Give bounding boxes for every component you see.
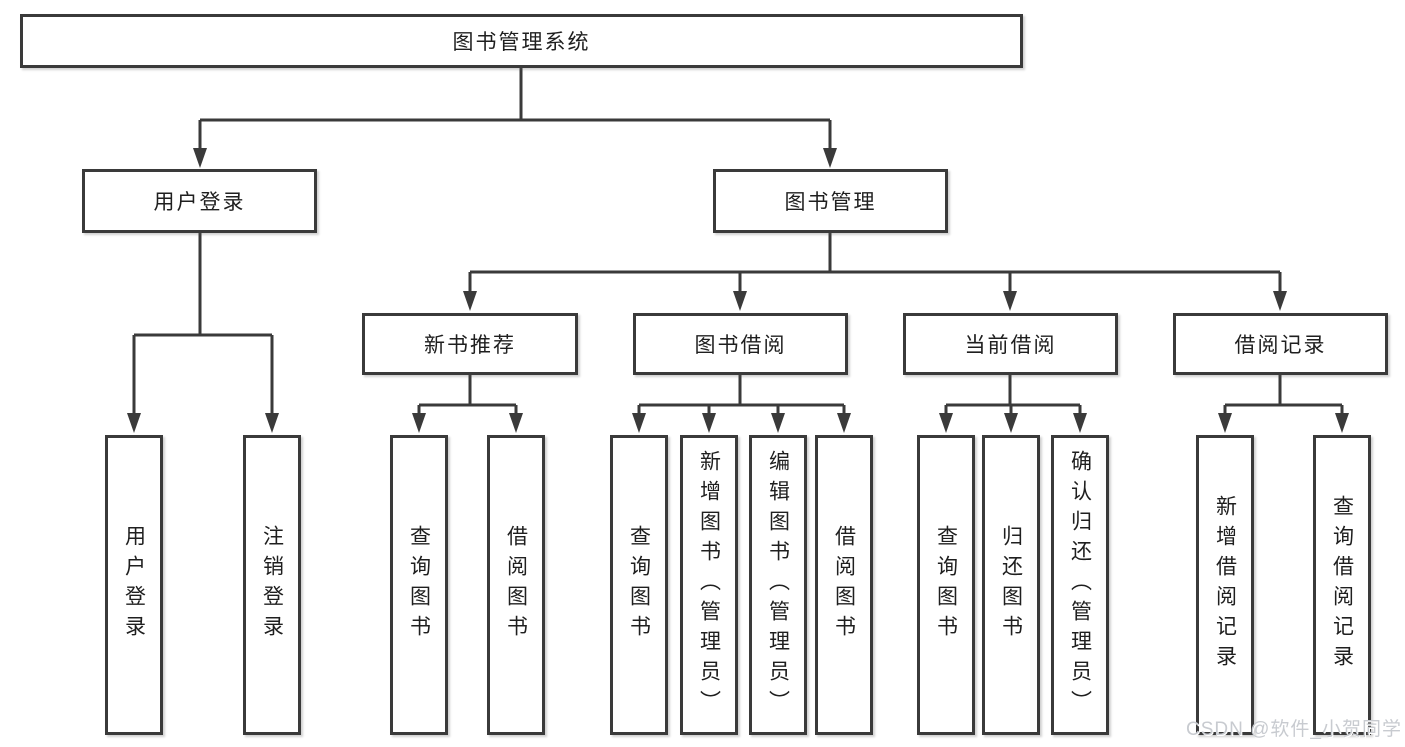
- node-new-book-recommend-label: 新书推荐: [424, 334, 516, 357]
- node-book-borrowing: 图书借阅: [633, 313, 848, 375]
- leaf-cb-query-books-label: 查询图书: [934, 525, 958, 645]
- node-root-system: 图书管理系统: [20, 14, 1023, 68]
- node-book-borrowing-label: 图书借阅: [694, 334, 787, 357]
- leaf-cb-confirm-return-admin-label: 确认归还（管理员）: [1068, 450, 1092, 720]
- leaf-nbr-query-books: 查询图书: [390, 435, 448, 735]
- leaf-bb-borrow-books-label: 借阅图书: [832, 525, 856, 645]
- leaf-user-login-label: 用户登录: [122, 525, 146, 645]
- leaf-cb-confirm-return-admin: 确认归还（管理员）: [1051, 435, 1109, 735]
- leaf-cb-return-books-label: 归还图书: [999, 525, 1023, 645]
- leaf-cb-return-books: 归还图书: [982, 435, 1040, 735]
- watermark-text: CSDN @软件_小贺同学: [1186, 719, 1402, 740]
- node-book-management-label: 图书管理: [784, 191, 877, 214]
- node-current-borrowing-label: 当前借阅: [964, 334, 1057, 357]
- leaf-bb-add-books-admin: 新增图书（管理员）: [680, 435, 738, 735]
- leaf-bb-borrow-books: 借阅图书: [815, 435, 873, 735]
- leaf-nbr-borrow-books-label: 借阅图书: [504, 525, 528, 645]
- leaf-bb-query-books-label: 查询图书: [627, 525, 651, 645]
- node-root-label: 图书管理系统: [452, 31, 591, 54]
- leaf-logout-login: 注销登录: [243, 435, 301, 735]
- leaf-bb-edit-books-admin-label: 编辑图书（管理员）: [766, 450, 790, 720]
- node-user-login-label: 用户登录: [153, 191, 246, 214]
- node-borrowing-records-label: 借阅记录: [1234, 334, 1327, 357]
- leaf-nbr-borrow-books: 借阅图书: [487, 435, 545, 735]
- node-borrowing-records: 借阅记录: [1173, 313, 1388, 375]
- node-user-login: 用户登录: [82, 169, 317, 233]
- leaf-bb-add-books-admin-label: 新增图书（管理员）: [697, 450, 721, 720]
- leaf-br-add-record-label: 新增借阅记录: [1213, 495, 1237, 675]
- node-new-book-recommend: 新书推荐: [362, 313, 578, 375]
- leaf-br-query-record-label: 查询借阅记录: [1330, 495, 1354, 675]
- node-current-borrowing: 当前借阅: [903, 313, 1118, 375]
- leaf-bb-query-books: 查询图书: [610, 435, 668, 735]
- leaf-br-add-record: 新增借阅记录: [1196, 435, 1254, 735]
- leaf-logout-login-label: 注销登录: [260, 525, 284, 645]
- leaf-cb-query-books: 查询图书: [917, 435, 975, 735]
- leaf-user-login: 用户登录: [105, 435, 163, 735]
- leaf-br-query-record: 查询借阅记录: [1313, 435, 1371, 735]
- leaf-bb-edit-books-admin: 编辑图书（管理员）: [749, 435, 807, 735]
- leaf-nbr-query-books-label: 查询图书: [407, 525, 431, 645]
- node-book-management: 图书管理: [713, 169, 948, 233]
